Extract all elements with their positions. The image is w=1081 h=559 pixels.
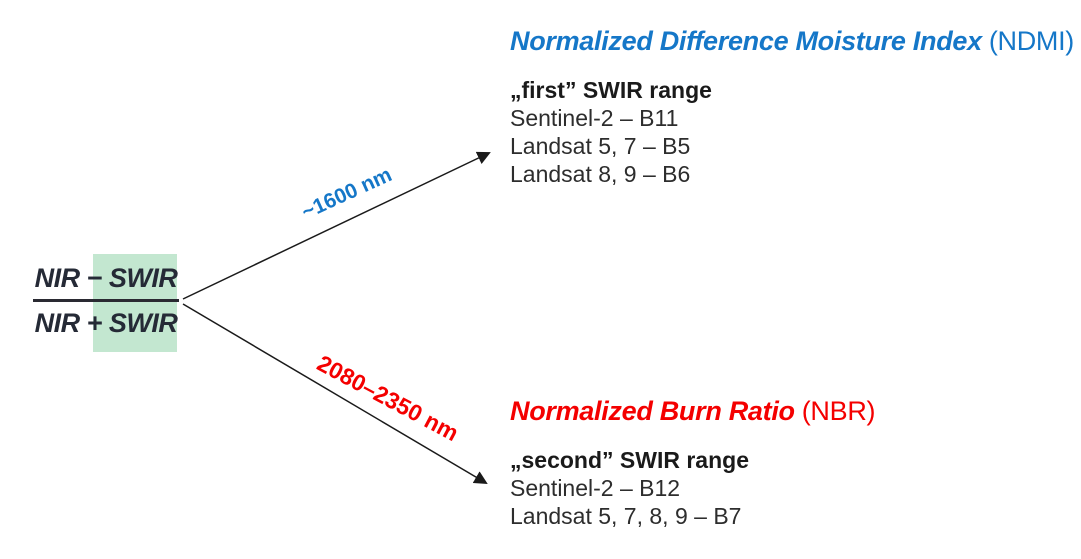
ndmi-title-main: Normalized Difference Moisture Index: [510, 26, 982, 56]
ndmi-title: Normalized Difference Moisture Index(NDM…: [510, 26, 1074, 57]
ndmi-band-line: Landsat 5, 7 – B5: [510, 133, 691, 159]
ndsi-formula: NIR − SWIR NIR + SWIR: [33, 257, 179, 345]
nbr-title-main: Normalized Burn Ratio: [510, 396, 795, 426]
ndmi-wavelength-label: ~1600 nm: [298, 163, 396, 224]
nbr-band-line: Landsat 5, 7, 8, 9 – B7: [510, 503, 742, 529]
nbr-range-block: „second” SWIR range Sentinel-2 – B12 Lan…: [510, 446, 749, 530]
ndmi-band-line: Landsat 8, 9 – B6: [510, 161, 691, 187]
ndmi-range-block: „first” SWIR range Sentinel-2 – B11 Land…: [510, 76, 712, 188]
ndmi-title-abbr: (NDMI): [988, 26, 1075, 56]
ndmi-band-line: Sentinel-2 – B11: [510, 105, 679, 131]
formula-denominator: NIR + SWIR: [34, 308, 178, 338]
arrow-to-ndmi: [182, 151, 491, 300]
formula-numerator: NIR − SWIR: [33, 257, 179, 302]
nbr-title-abbr: (NBR): [801, 396, 876, 426]
nbr-range-heading: „second” SWIR range: [510, 447, 749, 473]
nbr-title: Normalized Burn Ratio(NBR): [510, 396, 876, 427]
nbr-wavelength-label: 2080–2350 nm: [313, 349, 463, 447]
swir-highlight-box: [93, 254, 177, 352]
ndmi-range-heading: „first” SWIR range: [510, 77, 712, 103]
nbr-band-line: Sentinel-2 – B12: [510, 475, 681, 501]
arrow-to-nbr: [182, 303, 488, 485]
